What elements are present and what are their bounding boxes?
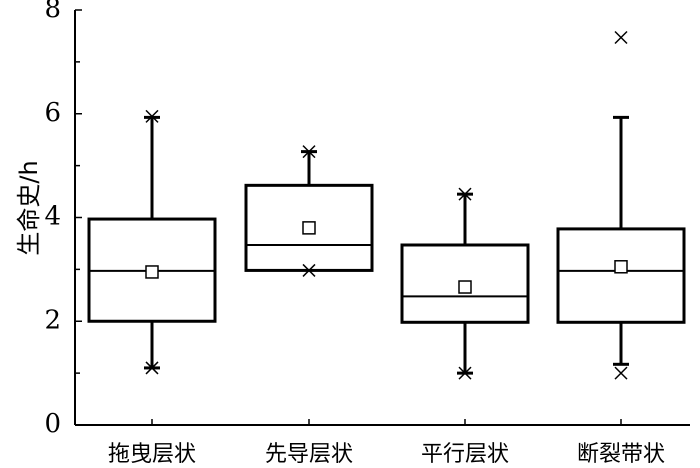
mean-marker bbox=[145, 265, 159, 279]
box-group bbox=[400, 187, 530, 380]
mean-marker bbox=[614, 260, 628, 274]
box-marks bbox=[87, 30, 686, 380]
extreme-marker bbox=[614, 30, 628, 45]
mean-marker bbox=[458, 280, 472, 294]
extreme-marker bbox=[145, 109, 159, 123]
y-tick-label: 0 bbox=[44, 409, 61, 439]
mean-marker bbox=[302, 221, 316, 235]
extreme-marker-stroke-b bbox=[302, 263, 316, 277]
extreme-marker bbox=[302, 263, 316, 277]
extreme-marker bbox=[614, 366, 628, 380]
iqr-box bbox=[244, 183, 374, 272]
extreme-marker bbox=[458, 366, 472, 380]
extreme-marker-stroke-b bbox=[458, 366, 472, 380]
box-group bbox=[556, 30, 686, 380]
x-category-label: 断裂带状 bbox=[577, 442, 665, 467]
x-category-label: 拖曳层状 bbox=[108, 442, 196, 467]
extreme-marker-stroke-b bbox=[302, 145, 316, 159]
extreme-marker-stroke-b bbox=[614, 366, 628, 380]
axes bbox=[74, 9, 690, 426]
iqr-box bbox=[556, 227, 686, 324]
labels: 0 2 4 6 8 拖曳层状 先导层状 平行层状 断裂带状 bbox=[44, 0, 665, 467]
extreme-marker bbox=[458, 187, 472, 201]
extreme-marker-stroke-b bbox=[145, 361, 159, 375]
extreme-marker-stroke-b bbox=[458, 187, 472, 201]
x-category-label: 先导层状 bbox=[265, 442, 353, 467]
extreme-marker bbox=[302, 145, 316, 159]
box-group bbox=[244, 145, 374, 277]
box-group bbox=[87, 109, 217, 375]
extreme-marker bbox=[145, 361, 159, 375]
y-tick-label: 6 bbox=[44, 98, 61, 128]
extreme-marker-stroke-b bbox=[145, 109, 159, 123]
y-axis-title: 生命史/h bbox=[15, 160, 43, 255]
extreme-marker-stroke-b bbox=[614, 30, 628, 45]
y-tick-label: 8 bbox=[44, 0, 61, 24]
y-tick-label: 4 bbox=[44, 202, 61, 232]
x-category-label: 平行层状 bbox=[421, 442, 509, 467]
y-tick-label: 2 bbox=[44, 305, 61, 335]
